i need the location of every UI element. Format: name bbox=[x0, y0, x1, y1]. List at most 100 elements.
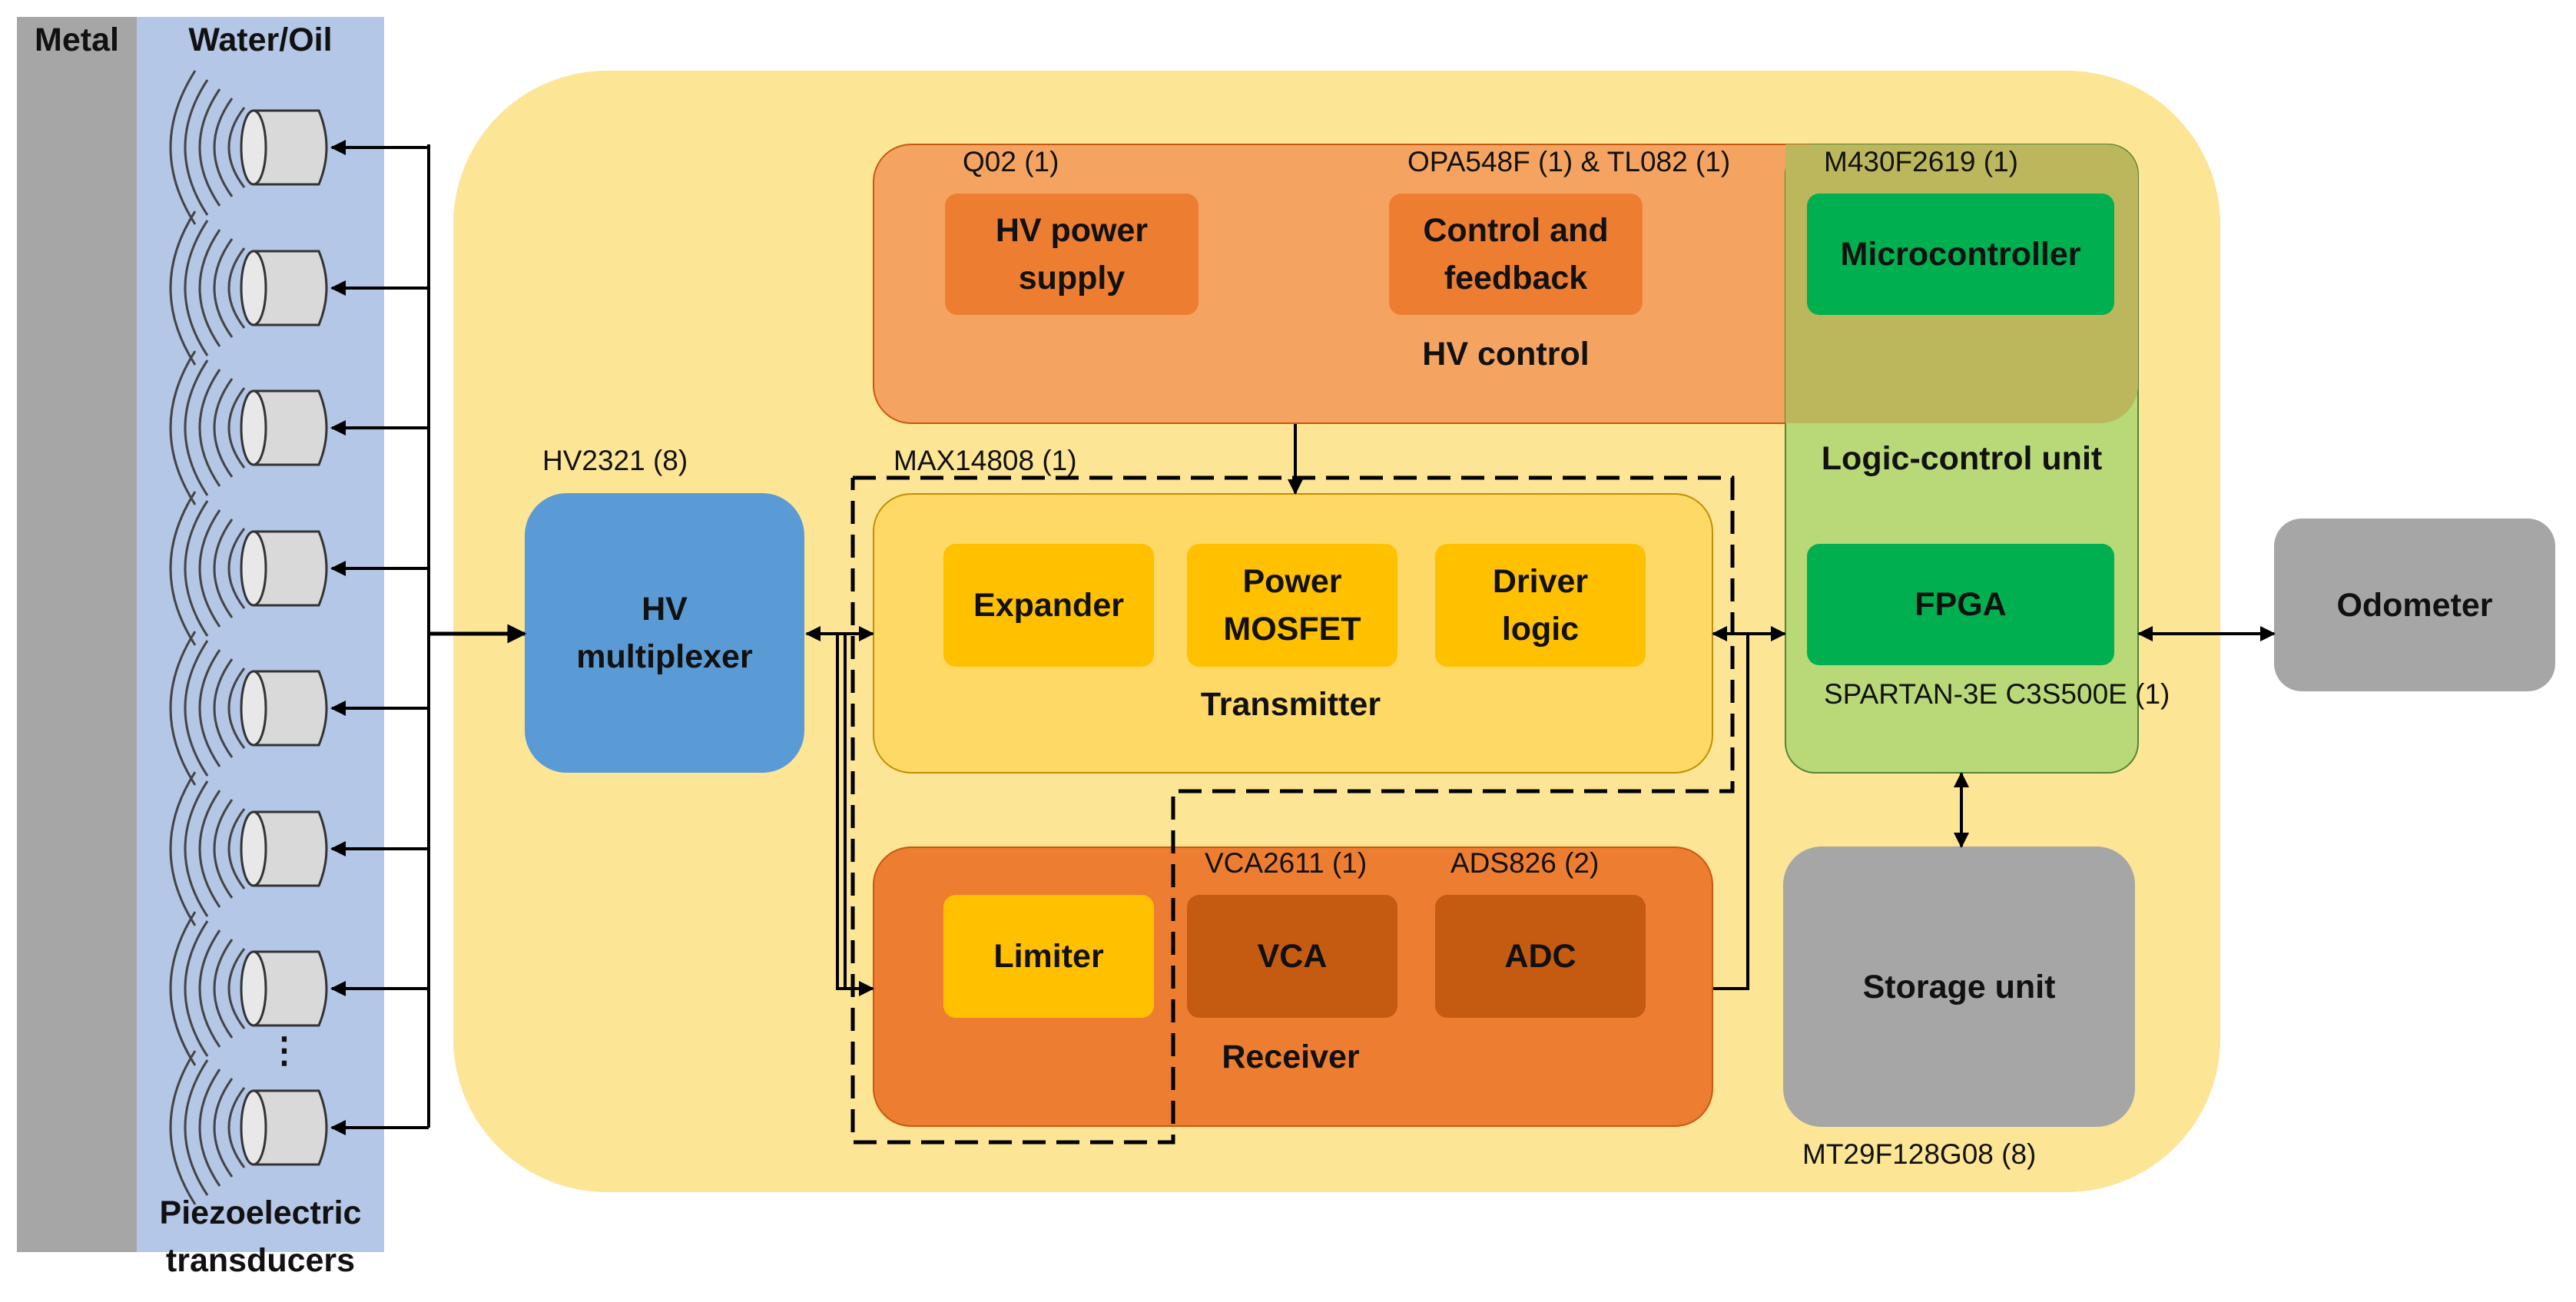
power-mosfet-line2: MOSFET bbox=[1223, 611, 1361, 648]
expander-label: Expander bbox=[973, 587, 1124, 624]
hv-multiplexer-line1: HV bbox=[642, 591, 688, 628]
odometer-block: Odometer bbox=[2274, 518, 2555, 691]
transducer-face bbox=[240, 389, 267, 466]
wave-arc bbox=[198, 649, 221, 767]
hv-multiplexer-line2: multiplexer bbox=[576, 638, 753, 675]
transducer-body bbox=[252, 250, 328, 326]
transducer-ellipsis: ⋮ bbox=[267, 1030, 302, 1070]
wave-arc bbox=[198, 369, 221, 487]
driver-logic-line2: logic bbox=[1501, 611, 1580, 648]
wave-arc bbox=[227, 948, 246, 1029]
hv-power-supply-block: HV power supply bbox=[945, 194, 1198, 315]
part-max14808: MAX14808 (1) bbox=[893, 445, 1077, 476]
fpga-block: FPGA bbox=[1807, 544, 2114, 665]
wave-arc bbox=[169, 911, 197, 1066]
wave-arc bbox=[227, 1087, 246, 1168]
wave-arc bbox=[169, 1050, 197, 1205]
piezoelectric-transducers-label: Piezoelectric transducers bbox=[137, 1189, 384, 1284]
transducer-body bbox=[252, 389, 328, 466]
wave-arc bbox=[184, 920, 209, 1057]
transducer-8 bbox=[169, 1050, 328, 1205]
wave-arc bbox=[169, 631, 197, 786]
transducer-6 bbox=[169, 771, 328, 926]
control-feedback-line1: Control and bbox=[1423, 212, 1609, 249]
transducer-body bbox=[252, 950, 328, 1027]
wave-arc bbox=[213, 238, 234, 338]
part-q02: Q02 (1) bbox=[963, 146, 1059, 177]
microcontroller-block: Microcontroller bbox=[1807, 194, 2114, 315]
water-oil-label: Water/Oil bbox=[188, 22, 333, 58]
wave-arc bbox=[169, 771, 197, 926]
transducer-5 bbox=[169, 631, 328, 786]
metal-strip bbox=[17, 17, 137, 1252]
wave-arc bbox=[213, 799, 234, 899]
max14808-dashed-outline bbox=[850, 475, 1735, 1145]
hv-control-title: HV control bbox=[1422, 336, 1590, 373]
wave-arc bbox=[213, 518, 234, 618]
transducer-4 bbox=[169, 491, 328, 646]
limiter-label: Limiter bbox=[993, 938, 1104, 975]
wave-arc bbox=[169, 70, 197, 225]
wave-arc bbox=[213, 98, 234, 197]
transducer-face bbox=[240, 1089, 267, 1166]
fpga-label: FPGA bbox=[1915, 586, 2007, 623]
water-strip bbox=[137, 17, 384, 1252]
wave-arc bbox=[198, 229, 221, 347]
part-hv2321: HV2321 (8) bbox=[542, 445, 688, 476]
wave-arc bbox=[184, 79, 209, 216]
wave-arc bbox=[198, 1068, 221, 1187]
wave-arc bbox=[227, 387, 246, 469]
transducer-face bbox=[240, 670, 267, 747]
transducer-face bbox=[240, 250, 267, 326]
mux-to-rx-line-a bbox=[836, 634, 874, 996]
limiter-block: Limiter bbox=[943, 895, 1154, 1018]
power-mosfet-line1: Power bbox=[1242, 563, 1342, 600]
transducer-face bbox=[240, 810, 267, 887]
wave-arc bbox=[227, 107, 246, 188]
transducer-3 bbox=[169, 350, 328, 505]
wave-arc bbox=[184, 640, 209, 777]
logic-control-title: Logic-control unit bbox=[1821, 440, 2103, 477]
wave-arc bbox=[227, 808, 246, 890]
odometer-label: Odometer bbox=[2336, 586, 2493, 624]
transducer-shapes bbox=[169, 70, 328, 1205]
storage-unit-block: Storage unit bbox=[1783, 846, 2135, 1127]
transducer-body bbox=[252, 1089, 328, 1166]
adc-block: ADC bbox=[1435, 895, 1646, 1018]
hv-power-supply-line1: HV power bbox=[995, 212, 1149, 249]
transducer-face bbox=[240, 109, 267, 186]
wave-arc bbox=[227, 247, 246, 329]
rx-to-logic-line bbox=[1713, 634, 1749, 990]
transducers-label-line2: transducers bbox=[165, 1242, 356, 1279]
microcontroller-label: Microcontroller bbox=[1840, 236, 2081, 273]
transducer-face bbox=[240, 530, 267, 607]
wave-arc bbox=[184, 780, 209, 917]
driver-logic-line1: Driver bbox=[1492, 563, 1589, 600]
part-vca2611: VCA2611 (1) bbox=[1205, 847, 1368, 879]
metal-label: Metal bbox=[35, 22, 119, 58]
hv-power-supply-line2: supply bbox=[1018, 260, 1126, 297]
transducer-body bbox=[252, 530, 328, 607]
transducer-7 bbox=[169, 911, 328, 1066]
wave-arc bbox=[184, 1059, 209, 1196]
wave-arc bbox=[213, 939, 234, 1039]
expander-block: Expander bbox=[943, 544, 1154, 667]
wave-arc bbox=[184, 500, 209, 637]
wave-arc bbox=[227, 668, 246, 749]
control-feedback-line2: feedback bbox=[1444, 260, 1588, 297]
storage-unit-label: Storage unit bbox=[1862, 968, 2056, 1005]
transducer-1 bbox=[169, 70, 328, 225]
part-mt29f128g08: MT29F128G08 (8) bbox=[1802, 1138, 2037, 1170]
part-ads826: ADS826 (2) bbox=[1450, 847, 1600, 879]
wave-arc bbox=[169, 491, 197, 646]
vca-block: VCA bbox=[1187, 895, 1397, 1018]
vca-label: VCA bbox=[1257, 938, 1328, 975]
hv-multiplexer-block: HV multiplexer bbox=[525, 493, 804, 773]
wave-arc bbox=[213, 378, 234, 478]
part-opa548f: OPA548F (1) & TL082 (1) bbox=[1407, 146, 1731, 177]
transducer-body bbox=[252, 109, 328, 186]
wave-arc bbox=[169, 210, 197, 366]
